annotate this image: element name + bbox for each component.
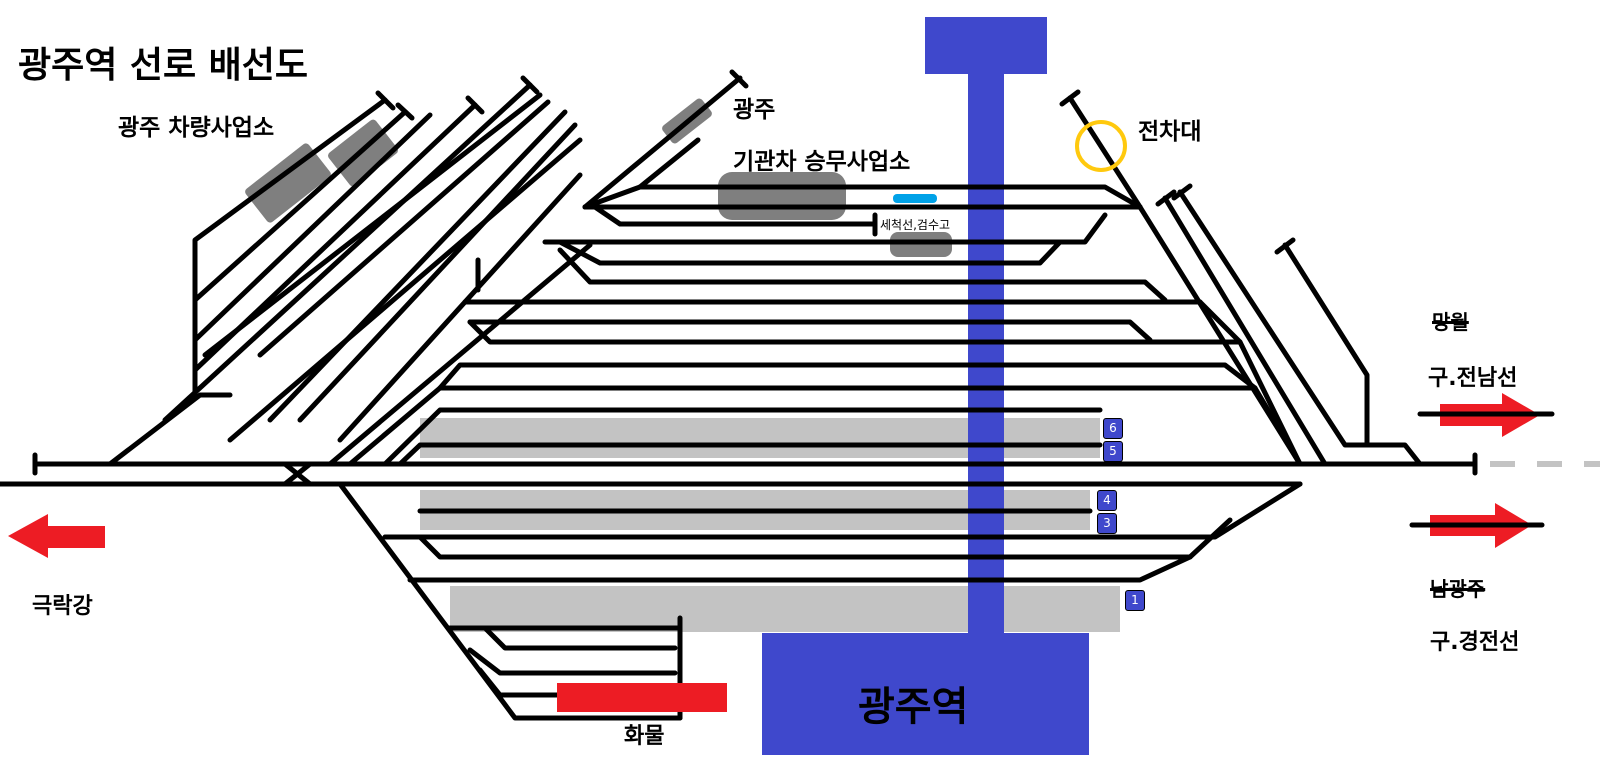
label-mangwol: 망월 xyxy=(1432,310,1469,334)
platform-number-6: 6 xyxy=(1103,418,1123,439)
page-title: 광주역 선로 배선도 xyxy=(18,45,309,86)
label-station: 광주역 xyxy=(858,684,969,730)
label-namgwangju: 남광주 xyxy=(1430,577,1486,601)
depot-buildings xyxy=(245,98,952,257)
platform-number-3: 3 xyxy=(1097,513,1117,534)
platform-number-1: 1 xyxy=(1125,590,1145,611)
turntable-marker xyxy=(1075,120,1127,172)
platform-number-4: 4 xyxy=(1097,490,1117,511)
label-turntable: 전차대 xyxy=(1138,119,1202,145)
station-building xyxy=(762,17,1089,755)
label-old-gyeongjeon: 구.경전선 xyxy=(1430,630,1520,655)
platform-1 xyxy=(450,586,1120,632)
label-gwangju: 광주 xyxy=(733,97,776,123)
label-wash-line: 세척선,검수고 xyxy=(880,218,951,232)
label-crew-office: 기관차 승무사업소 xyxy=(733,149,911,175)
arrow-left-icon xyxy=(8,514,105,558)
tracks xyxy=(0,69,1478,721)
platforms xyxy=(420,418,1120,632)
label-old-jeonnam: 구.전남선 xyxy=(1428,366,1518,391)
freight-marker xyxy=(557,683,727,712)
label-depot: 광주 차량사업소 xyxy=(118,115,275,141)
label-geukrakgang: 극락강 xyxy=(32,594,93,619)
platform-number-5: 5 xyxy=(1103,441,1123,462)
wash-line xyxy=(893,194,937,203)
label-freight: 화물 xyxy=(624,724,665,749)
